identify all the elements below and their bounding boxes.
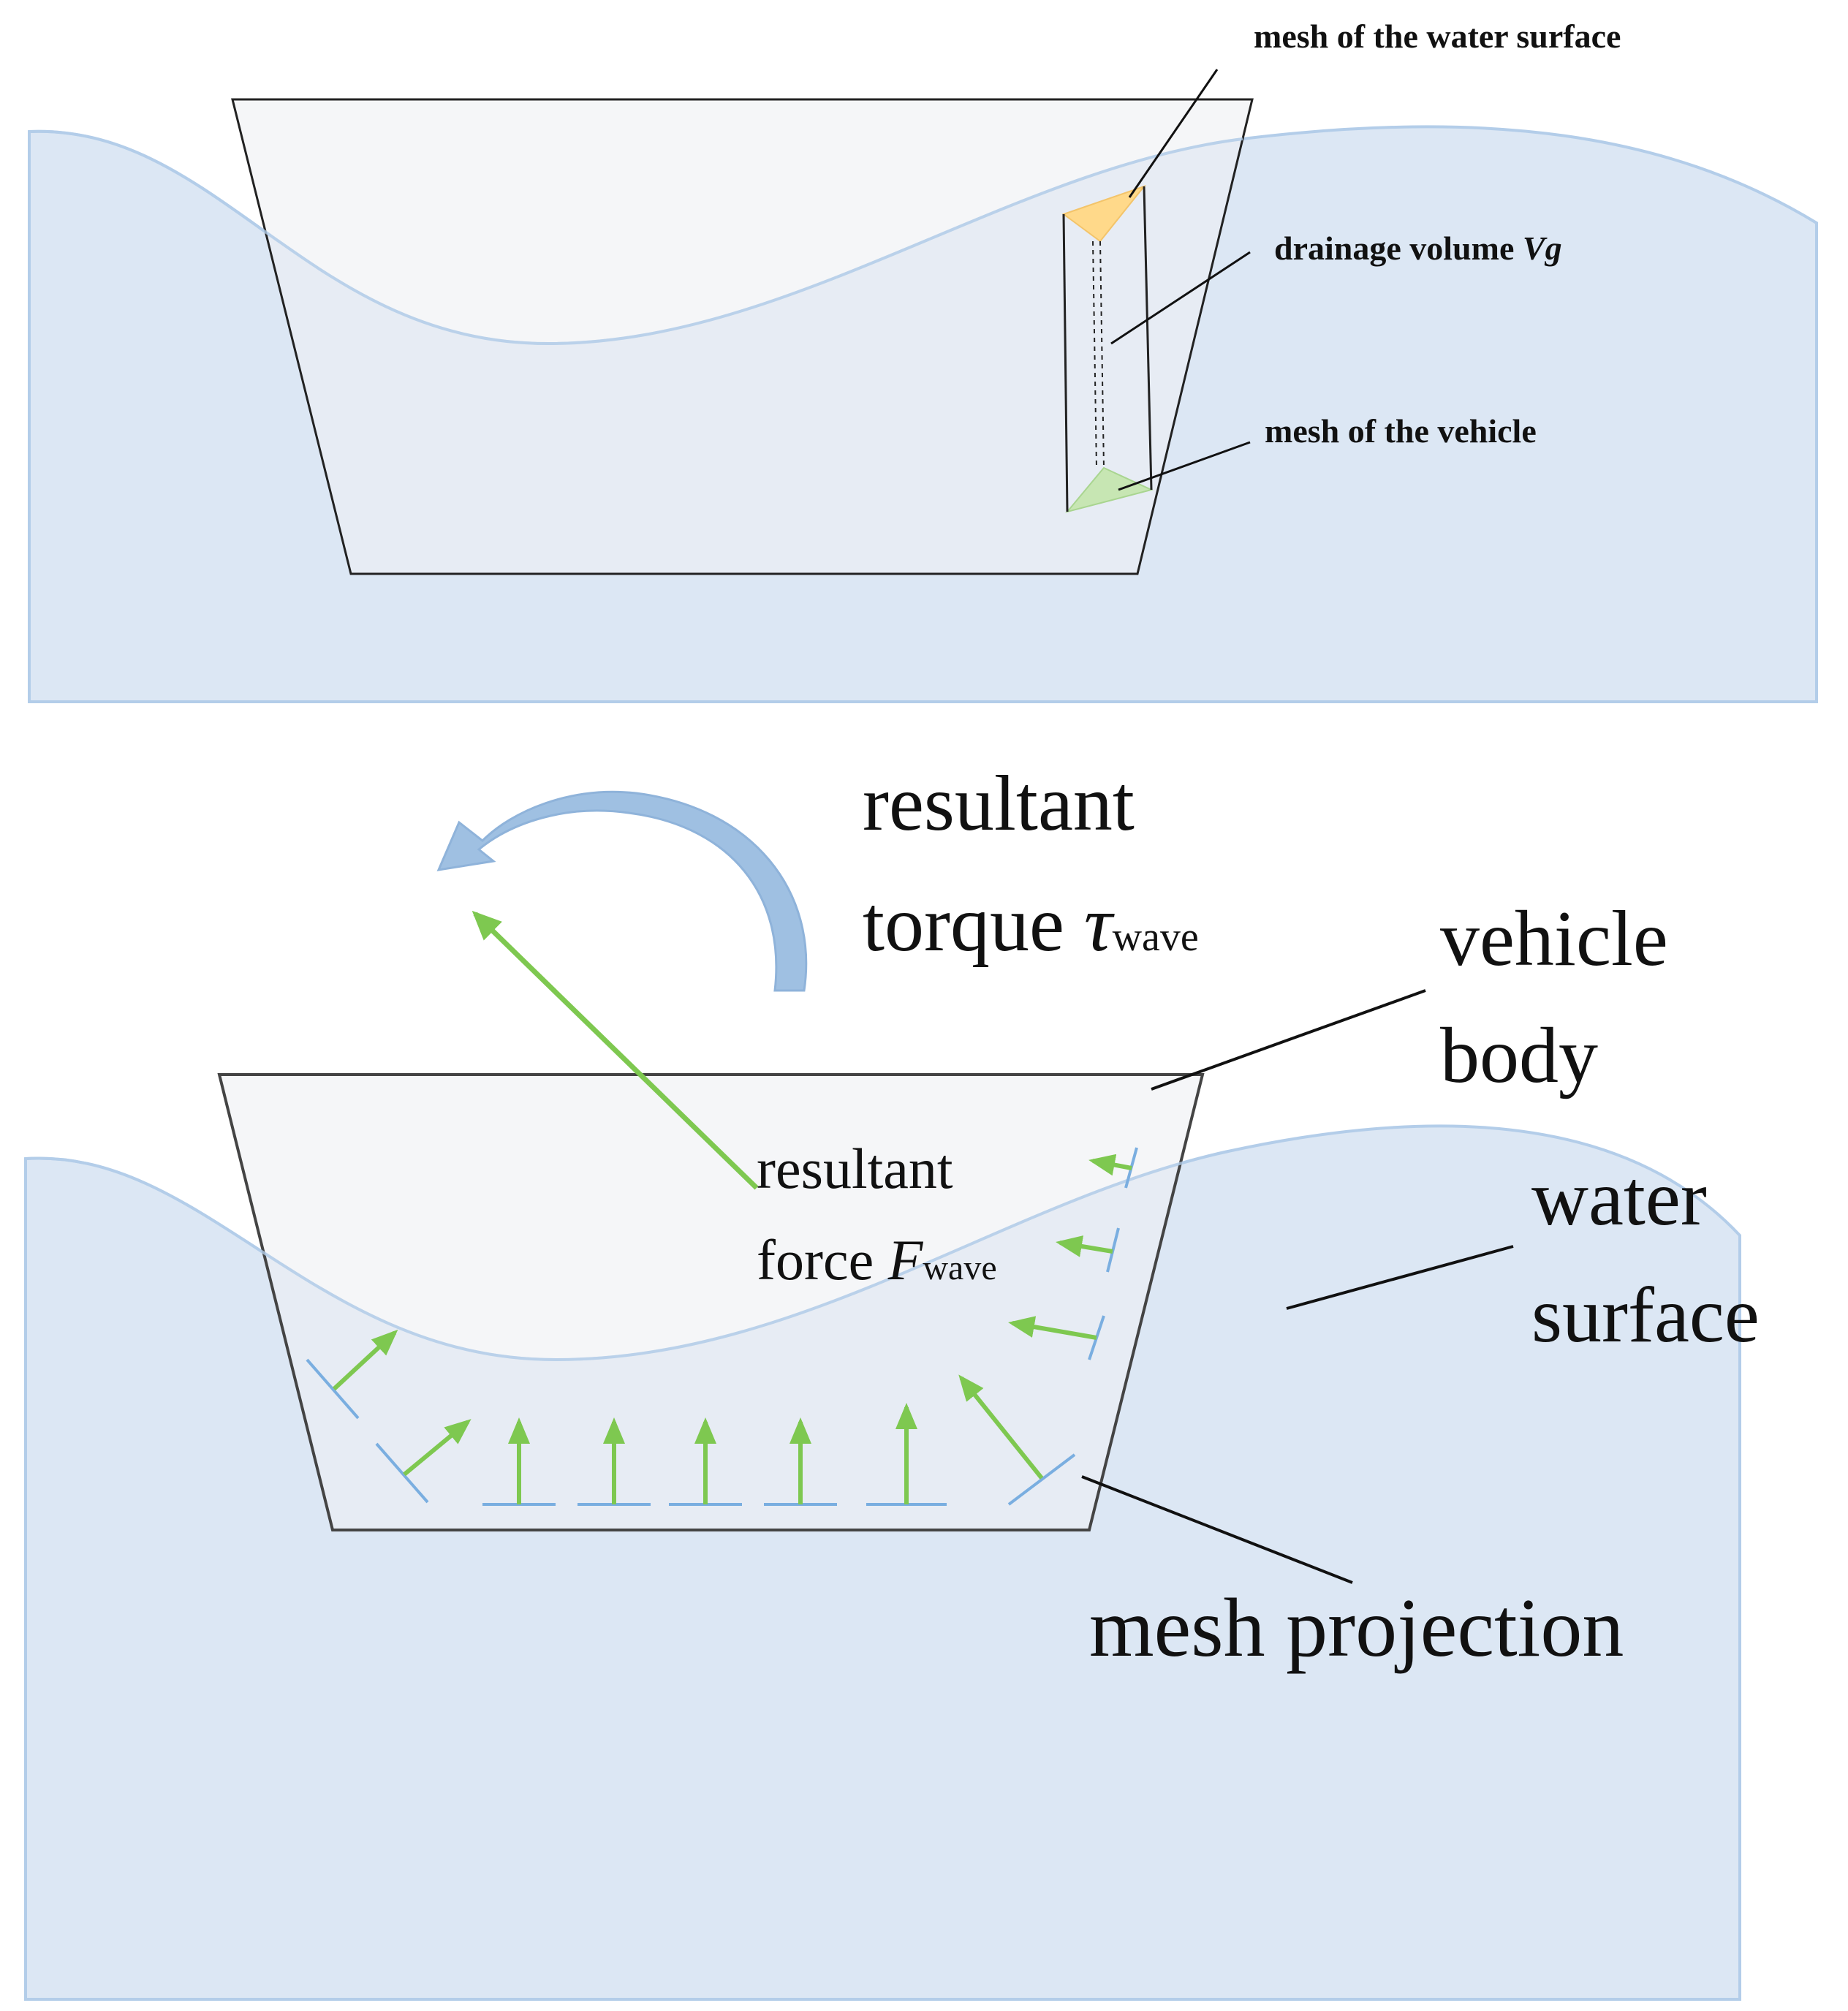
label-vehicle-body: vehicle body [1440,895,1688,1099]
force-arrow [958,1374,1044,1480]
force-arrow [1088,1154,1132,1176]
label-resultant-force: resultant force Fwave [757,1137,997,1292]
label-water-surface-mesh: mesh of the water surface [1254,18,1621,55]
force-arrow [1056,1235,1113,1257]
normal-force-arrows [332,1154,1132,1504]
drainage-column [1061,184,1154,513]
top-water-surface-line [29,129,1243,346]
label-resultant-torque: resultant torque τwave [863,760,1199,968]
leader-drainage [1110,251,1251,345]
leader-water-surface [1286,1245,1514,1310]
water-surface-mesh [1061,184,1146,243]
vehicle-body-hull [217,1073,1205,1531]
label-torque-subscript: wave [1113,914,1199,960]
label-force-symbol: F [887,1228,924,1292]
label-drainage-text: drainage volume [1274,230,1523,267]
bottom-panel: resultant torque τwave vehicle body wate… [24,760,1760,2001]
label-water-line2: surface [1531,1272,1760,1359]
mesh-projection-segments [306,1147,1138,1506]
label-torque-symbol: τ [1084,881,1115,968]
leader-mesh-projection [1081,1475,1353,1584]
force-arrow [332,1329,398,1391]
label-mesh-projection: mesh projection [1089,1581,1624,1674]
leader-vehicle-mesh [1118,441,1251,491]
top-panel: mesh of the water surface drainage volum… [28,18,1818,703]
force-arrow [1008,1316,1097,1340]
label-water-surface: water surface [1531,1155,1760,1359]
label-vehicle-mesh: mesh of the vehicle [1265,412,1537,450]
resultant-force-arrow-icon [472,910,759,1190]
force-arrow [403,1419,472,1477]
label-force-line1: resultant [757,1137,953,1200]
bottom-water-surface-line [25,1150,1229,1362]
label-torque-line1: resultant [863,760,1135,847]
label-torque-line2: torque [863,881,1084,968]
top-vehicle-hull [231,98,1254,575]
label-drainage-volume: drainage volume Vg [1274,230,1562,267]
resultant-torque-curved-arrow-icon [436,790,808,992]
label-force-line2: force [757,1228,888,1292]
label-vehicle-line1: vehicle [1440,895,1668,982]
vehicle-mesh [1065,466,1154,513]
leader-water-mesh [1128,69,1219,198]
leader-vehicle-body [1151,989,1426,1091]
label-force-subscript: wave [923,1249,996,1287]
label-drainage-symbol: Vg [1523,230,1562,267]
label-vehicle-line2: body [1440,1012,1598,1099]
label-water-line1: water [1531,1155,1707,1242]
